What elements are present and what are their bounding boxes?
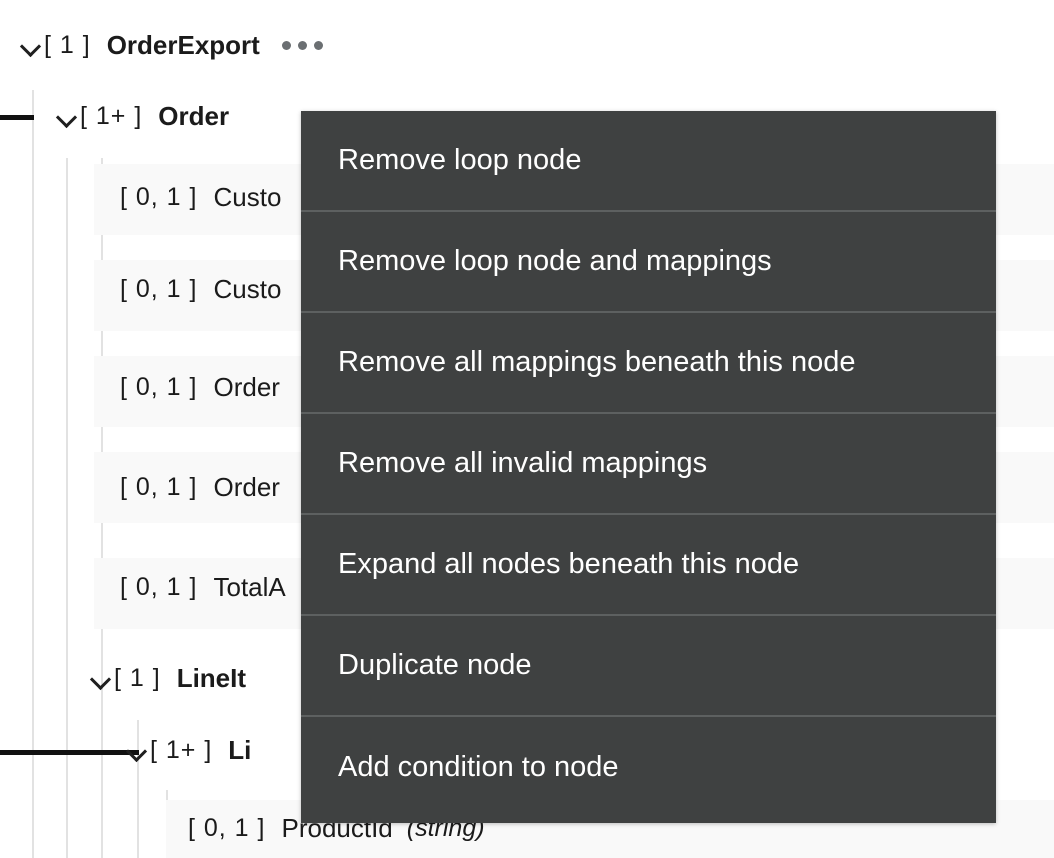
chevron-down-icon[interactable] <box>124 738 150 764</box>
node-label: Order <box>213 372 280 402</box>
menu-item-add-condition-to-node[interactable]: Add condition to node <box>301 717 996 818</box>
occurrence-badge: [ 0, 1 ] <box>120 373 198 401</box>
tree-row-customer-1[interactable]: [ 0, 1 ] Custo <box>120 182 281 213</box>
tree-guide-line-level-2 <box>66 158 68 858</box>
menu-item-label: Add condition to node <box>338 751 619 783</box>
menu-item-label: Duplicate node <box>338 649 532 681</box>
tree-row-order-field-1[interactable]: [ 0, 1 ] Order <box>120 372 280 403</box>
node-label: Custo <box>213 182 282 212</box>
occurrence-badge: [ 0, 1 ] <box>188 814 266 842</box>
occurrence-badge: [ 1 ] <box>44 31 91 59</box>
occurrence-badge: [ 0, 1 ] <box>120 183 198 211</box>
menu-item-expand-all-nodes-beneath-this-node[interactable]: Expand all nodes beneath this node <box>301 515 996 616</box>
menu-item-label: Expand all nodes beneath this node <box>338 548 800 580</box>
occurrence-badge: [ 0, 1 ] <box>120 473 198 501</box>
tree-connector-order <box>0 115 34 120</box>
ellipsis-dot <box>281 41 291 50</box>
node-label: Custo <box>213 274 282 304</box>
menu-item-label: Remove all mappings beneath this node <box>338 346 856 378</box>
menu-item-label: Remove loop node <box>338 144 582 176</box>
node-label: Li <box>228 735 252 765</box>
menu-item-label: Remove all invalid mappings <box>338 447 708 479</box>
tree-guide-line-level-1 <box>32 90 34 858</box>
chevron-down-icon[interactable] <box>18 33 44 59</box>
tree-connector-lineitem-2 <box>105 750 139 755</box>
menu-item-duplicate-node[interactable]: Duplicate node <box>301 616 996 717</box>
menu-item-remove-all-invalid-mappings[interactable]: Remove all invalid mappings <box>301 414 996 515</box>
more-options-icon[interactable] <box>281 41 323 50</box>
chevron-down-icon[interactable] <box>88 666 114 692</box>
tree-row-order-field-2[interactable]: [ 0, 1 ] Order <box>120 472 280 503</box>
occurrence-badge: [ 0, 1 ] <box>120 275 198 303</box>
context-menu[interactable]: Remove loop node Remove loop node and ma… <box>301 111 996 823</box>
menu-item-remove-loop-node-and-mappings[interactable]: Remove loop node and mappings <box>301 212 996 313</box>
node-label: OrderExport <box>106 30 260 60</box>
tree-row-lineitem[interactable]: [ 1+ ] Li <box>124 735 251 766</box>
occurrence-badge: [ 0, 1 ] <box>120 573 198 601</box>
menu-item-remove-all-mappings-beneath-this-node[interactable]: Remove all mappings beneath this node <box>301 313 996 414</box>
menu-item-remove-loop-node[interactable]: Remove loop node <box>301 111 996 212</box>
menu-item-label: Remove loop node and mappings <box>338 245 772 277</box>
tree-row-customer-2[interactable]: [ 0, 1 ] Custo <box>120 274 281 305</box>
ellipsis-dot <box>297 41 307 50</box>
tree-row-totalamount[interactable]: [ 0, 1 ] TotalA <box>120 572 286 603</box>
chevron-down-icon[interactable] <box>54 104 80 130</box>
tree-row-order[interactable]: [ 1+ ] Order <box>54 101 229 132</box>
node-label: Order <box>213 472 280 502</box>
ellipsis-dot <box>313 41 323 50</box>
node-label: Order <box>158 101 230 131</box>
tree-row-orderexport[interactable]: [ 1 ] OrderExport <box>18 30 323 61</box>
tree-connector-lineitem <box>0 750 105 755</box>
tree-row-lineitems[interactable]: [ 1 ] LineIt <box>88 663 246 694</box>
node-label: TotalA <box>213 572 286 602</box>
occurrence-badge: [ 1+ ] <box>80 102 143 130</box>
tree-guide-line-level-4 <box>137 720 139 858</box>
node-label: LineIt <box>176 663 247 693</box>
occurrence-badge: [ 1 ] <box>114 664 161 692</box>
occurrence-badge: [ 1+ ] <box>150 736 213 764</box>
